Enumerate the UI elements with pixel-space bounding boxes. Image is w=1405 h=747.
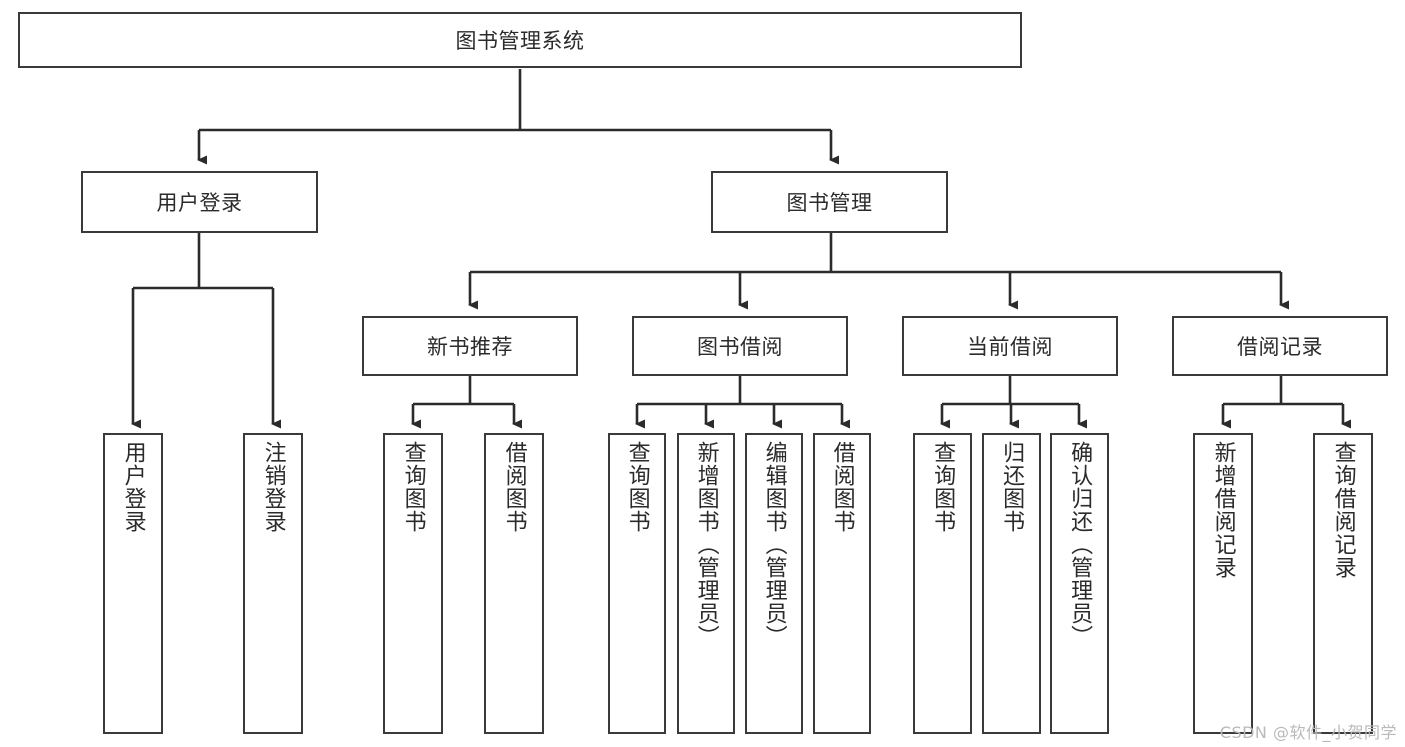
leaf-label: 注销登录 — [260, 441, 286, 533]
leaf-return-book[interactable]: 归还图书 — [982, 433, 1041, 734]
node-new-book-recommend[interactable]: 新书推荐 — [362, 316, 578, 376]
leaf-label: 查询借阅记录 — [1330, 441, 1356, 579]
node-label: 用户登录 — [156, 191, 243, 215]
node-borrow-record[interactable]: 借阅记录 — [1172, 316, 1388, 376]
leaf-query-book-current[interactable]: 查询图书 — [913, 433, 972, 734]
leaf-label: 查询图书 — [624, 441, 650, 533]
node-label: 新书推荐 — [427, 335, 513, 359]
leaf-borrow-book-newbook[interactable]: 借阅图书 — [484, 433, 544, 734]
node-book-borrow[interactable]: 图书借阅 — [632, 316, 848, 376]
node-label: 图书管理系统 — [455, 29, 585, 53]
leaf-add-book-admin[interactable]: 新增图书（管理员） — [677, 433, 735, 734]
leaf-borrow-book[interactable]: 借阅图书 — [813, 433, 871, 734]
leaf-label: 用户登录 — [120, 441, 146, 533]
leaf-add-borrow-record[interactable]: 新增借阅记录 — [1193, 433, 1253, 734]
leaf-user-login[interactable]: 用户登录 — [103, 433, 163, 734]
leaf-query-book-borrow[interactable]: 查询图书 — [608, 433, 666, 734]
node-book-management[interactable]: 图书管理 — [711, 171, 948, 233]
leaf-label: 借阅图书 — [501, 441, 527, 533]
leaf-label: 编辑图书（管理员） — [761, 441, 787, 648]
leaf-label: 查询图书 — [930, 441, 956, 533]
leaf-confirm-return-admin[interactable]: 确认归还（管理员） — [1050, 433, 1109, 734]
leaf-edit-book-admin[interactable]: 编辑图书（管理员） — [745, 433, 803, 734]
node-label: 图书借阅 — [697, 335, 783, 359]
leaf-label: 查询图书 — [400, 441, 426, 533]
leaf-logout[interactable]: 注销登录 — [243, 433, 303, 734]
node-label: 当前借阅 — [967, 335, 1053, 359]
node-current-borrow[interactable]: 当前借阅 — [902, 316, 1118, 376]
node-label: 图书管理 — [786, 191, 873, 215]
leaf-label: 归还图书 — [999, 441, 1025, 533]
leaf-query-book-newbook[interactable]: 查询图书 — [383, 433, 443, 734]
leaf-query-borrow-record[interactable]: 查询借阅记录 — [1313, 433, 1373, 734]
leaf-label: 新增图书（管理员） — [693, 441, 719, 648]
node-root-system[interactable]: 图书管理系统 — [18, 12, 1022, 68]
leaf-label: 借阅图书 — [829, 441, 855, 533]
node-user-login[interactable]: 用户登录 — [81, 171, 318, 233]
leaf-label: 新增借阅记录 — [1210, 441, 1236, 579]
watermark: CSDN @软件_小贺同学 — [1219, 723, 1397, 742]
leaf-label: 确认归还（管理员） — [1067, 441, 1093, 648]
node-label: 借阅记录 — [1237, 335, 1323, 359]
